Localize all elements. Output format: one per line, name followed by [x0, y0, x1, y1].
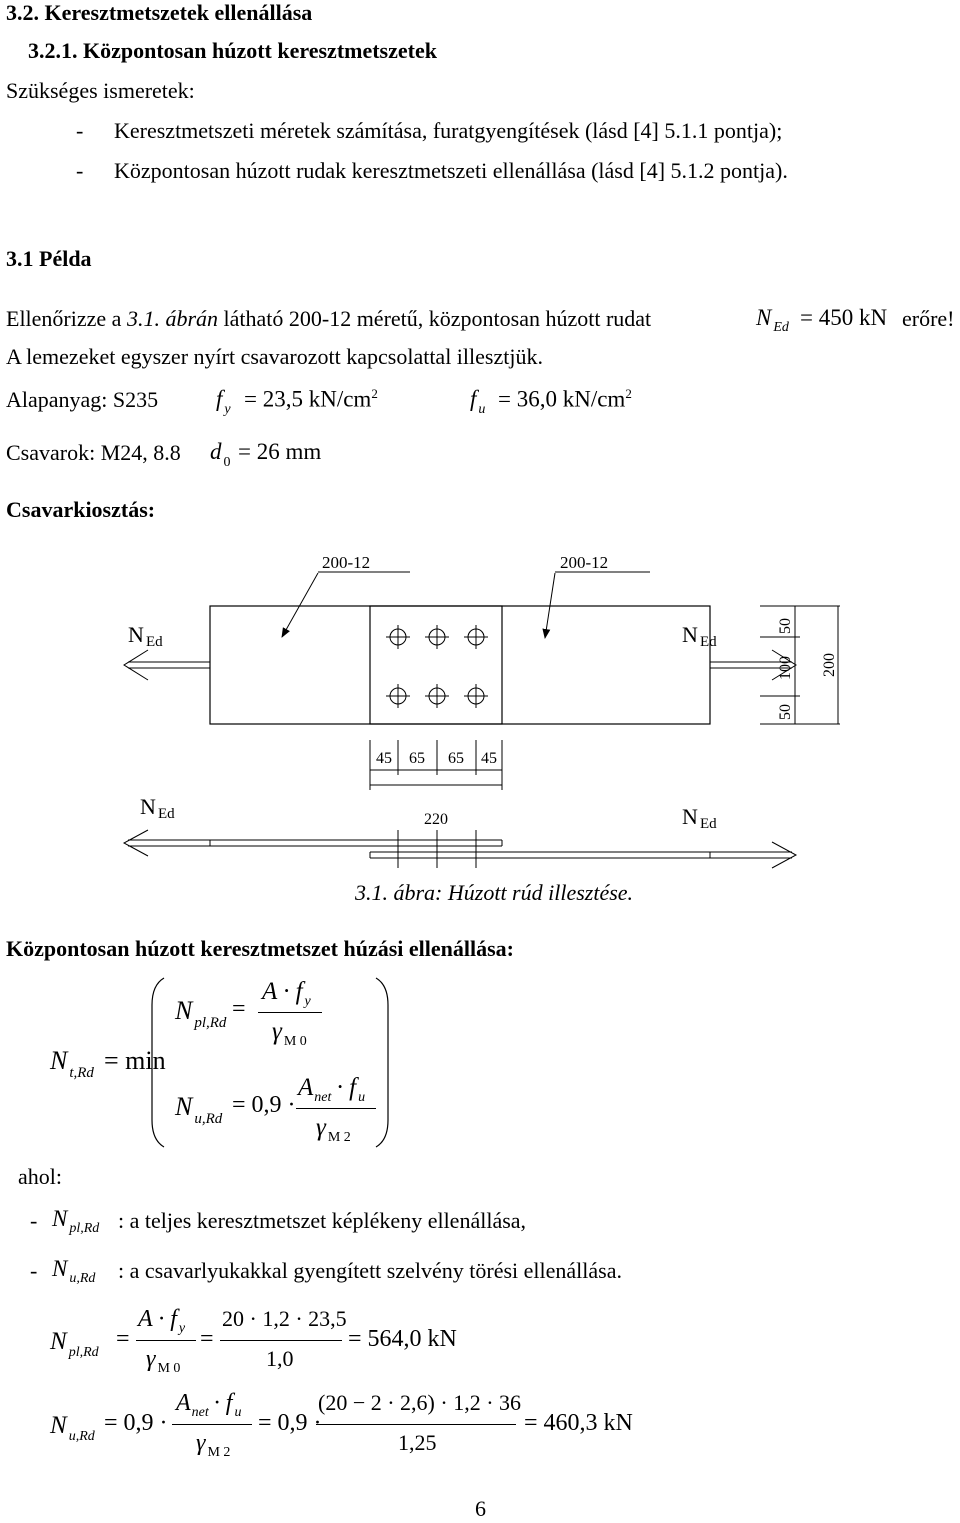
calc2-den2: 1,25 — [398, 1430, 437, 1455]
task-line-1: Ellenőrizze a 3.1. ábrán látható 200-12 … — [6, 306, 651, 332]
bolts-label: Csavarok: M24, 8.8 — [6, 440, 181, 465]
dim-right-3: 50 — [777, 704, 794, 720]
page-number: 6 — [475, 1496, 486, 1521]
ned-left-plan-sub: Ed — [146, 634, 163, 650]
layout-label: Csavarkiosztás: — [6, 497, 156, 522]
ned-left-side-N: N — [140, 794, 156, 819]
eq-min: = min — [104, 1046, 166, 1075]
prereq-bullet-2: - — [76, 158, 84, 183]
plate-left-label: 200-12 — [322, 553, 370, 572]
material-label: Alapanyag: S235 — [6, 387, 159, 412]
prereq-item-2: Központosan húzott rudak keresztmetszeti… — [114, 158, 788, 183]
calc1-eq2: = — [200, 1326, 214, 1352]
ned-left-side-sub: Ed — [158, 806, 175, 822]
resistance-heading: Központosan húzott keresztmetszet húzási… — [6, 936, 514, 961]
task-end: erőre! — [902, 306, 955, 331]
dim-bottom-total: 220 — [424, 811, 448, 828]
task-text-a: Ellenőrizze a — [6, 306, 127, 331]
leader-left — [281, 572, 319, 638]
nu-eq: = 0,9 · — [232, 1092, 296, 1118]
npl-eq: = — [232, 996, 246, 1022]
def-text-2: : a csavarlyukakkal gyengített szelvény … — [118, 1258, 622, 1283]
d0-value: = 26 mm — [238, 439, 322, 464]
force-arrow-left-side — [122, 829, 210, 857]
calc1-eq1: = — [116, 1326, 130, 1352]
calc1-result: = 564,0 kN — [348, 1326, 457, 1352]
calc1-num2: 20 · 1,2 · 23,5 — [222, 1306, 347, 1331]
dim-bottom-1: 45 — [376, 750, 392, 767]
calc1-den2: 1,0 — [266, 1346, 294, 1371]
figure-caption: 3.1. ábra: Húzott rúd illesztése. — [355, 880, 634, 905]
force-arrow-right-side — [710, 841, 798, 869]
figure-reference: 3.1. ábrán — [126, 306, 218, 331]
subsection-title: 3.2.1. Központosan húzott keresztmetszet… — [28, 38, 437, 63]
dimension-lines-right — [760, 605, 840, 725]
dim-right-2: 100 — [777, 656, 794, 680]
task-line-2: A lemezeket egyszer nyírt csavarozott ka… — [6, 344, 543, 369]
ned-right-plan-sub: Ed — [700, 634, 717, 650]
prereq-item-1: Keresztmetszeti méretek számítása, furat… — [114, 118, 783, 143]
splice-drawing: 200-12 200-12 N Ed N Ed 50 100 50 — [122, 553, 840, 869]
calc2-bar1 — [172, 1424, 252, 1425]
calc1-bar1 — [136, 1340, 196, 1341]
dim-bottom-4: 45 — [481, 750, 497, 767]
plate-right-plan — [369, 605, 711, 725]
nu-fraction-bar — [296, 1108, 376, 1109]
calc2-eq2: = 0,9 · — [258, 1410, 322, 1436]
ned-left-plan-N: N — [128, 622, 144, 647]
min-brackets — [151, 977, 389, 1148]
dim-right-1: 50 — [777, 618, 794, 634]
bolt-holes — [386, 625, 488, 708]
ned-right-plan-N: N — [682, 622, 698, 647]
fy-value: = 23,5 kN/cm2 — [244, 386, 378, 412]
dim-bottom-3: 65 — [448, 750, 464, 767]
dimension-lines-bottom — [369, 740, 503, 790]
prereq-label: Szükséges ismeretek: — [6, 78, 195, 103]
ahol-label: ahol: — [18, 1164, 62, 1189]
ned-right-side-N: N — [682, 804, 698, 829]
plate-right-label: 200-12 — [560, 553, 608, 572]
side-view-plates — [209, 830, 711, 868]
dim-bottom-2: 65 — [409, 750, 425, 767]
prereq-bullet-1: - — [76, 118, 84, 143]
npl-fraction-bar — [258, 1012, 322, 1013]
def-bullet-1: - — [30, 1208, 38, 1233]
dim-right-total: 200 — [821, 653, 838, 677]
task-text-b: látható 200-12 méretű, központosan húzot… — [218, 306, 652, 331]
force-arrow-left-plan — [123, 649, 210, 681]
calc2-bar2 — [316, 1424, 516, 1425]
calc2-result: = 460,3 kN — [524, 1410, 633, 1436]
section-title: 3.2. Keresztmetszetek ellenállása — [6, 0, 313, 25]
plate-left-plan — [209, 605, 503, 725]
def-bullet-2: - — [30, 1258, 38, 1283]
example-title: 3.1 Példa — [6, 246, 92, 271]
calc1-bar2 — [220, 1340, 342, 1341]
ned-right-side-sub: Ed — [700, 816, 717, 832]
calc2-eq1: = 0,9 · — [104, 1410, 168, 1436]
fu-value: = 36,0 kN/cm2 — [498, 386, 632, 412]
ned-value: = 450 kN — [800, 305, 888, 330]
force-arrow-right-plan — [710, 649, 797, 681]
def-text-1: : a teljes keresztmetszet képlékeny elle… — [118, 1208, 527, 1233]
calc2-num2: (20 − 2 · 2,6) · 1,2 · 36 — [318, 1390, 522, 1415]
